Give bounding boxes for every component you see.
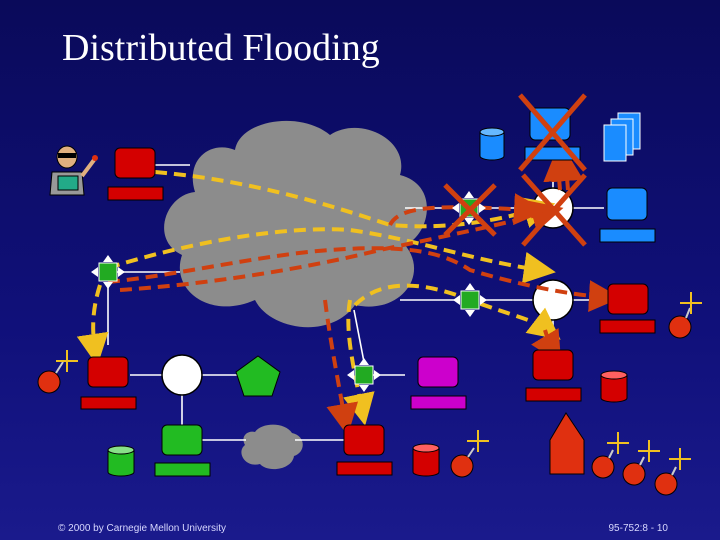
router-icon bbox=[453, 283, 487, 317]
footer-copyright: © 2000 by Carnegie Mellon University bbox=[58, 523, 227, 534]
host-red bbox=[599, 283, 656, 334]
database-icon bbox=[479, 127, 505, 161]
attacker-icon bbox=[49, 145, 98, 196]
database-icon bbox=[412, 443, 440, 477]
cross-out-icon bbox=[521, 173, 587, 247]
host-red bbox=[107, 147, 164, 201]
bomb-icon bbox=[591, 432, 629, 479]
cross-out-icon bbox=[518, 93, 587, 172]
bomb-icon bbox=[37, 350, 78, 394]
bomb-icon bbox=[668, 292, 702, 339]
hub-node bbox=[161, 354, 203, 396]
bomb-icon bbox=[450, 430, 489, 478]
database-icon bbox=[107, 445, 135, 477]
bomb-icon bbox=[654, 448, 691, 496]
house-icon bbox=[549, 412, 585, 475]
internet-cloud bbox=[164, 120, 427, 328]
host-magenta bbox=[410, 356, 467, 410]
server-stack-icon bbox=[603, 112, 641, 162]
footer-slide-number: 95-752:8 - 10 bbox=[608, 523, 669, 534]
cross-out-icon bbox=[443, 183, 497, 237]
small-cloud-icon bbox=[241, 424, 303, 470]
database-icon bbox=[600, 370, 628, 403]
host-red bbox=[336, 424, 393, 476]
host-red bbox=[525, 349, 582, 402]
bomb-icon bbox=[622, 440, 660, 486]
pentagon-icon bbox=[235, 355, 281, 397]
router-icon bbox=[347, 358, 381, 392]
host-red bbox=[80, 356, 137, 410]
page-title: Distributed Flooding bbox=[62, 27, 380, 69]
host-green bbox=[154, 424, 211, 477]
host-blue bbox=[599, 187, 656, 243]
attack-paths bbox=[107, 149, 621, 436]
router-icon bbox=[91, 255, 125, 289]
